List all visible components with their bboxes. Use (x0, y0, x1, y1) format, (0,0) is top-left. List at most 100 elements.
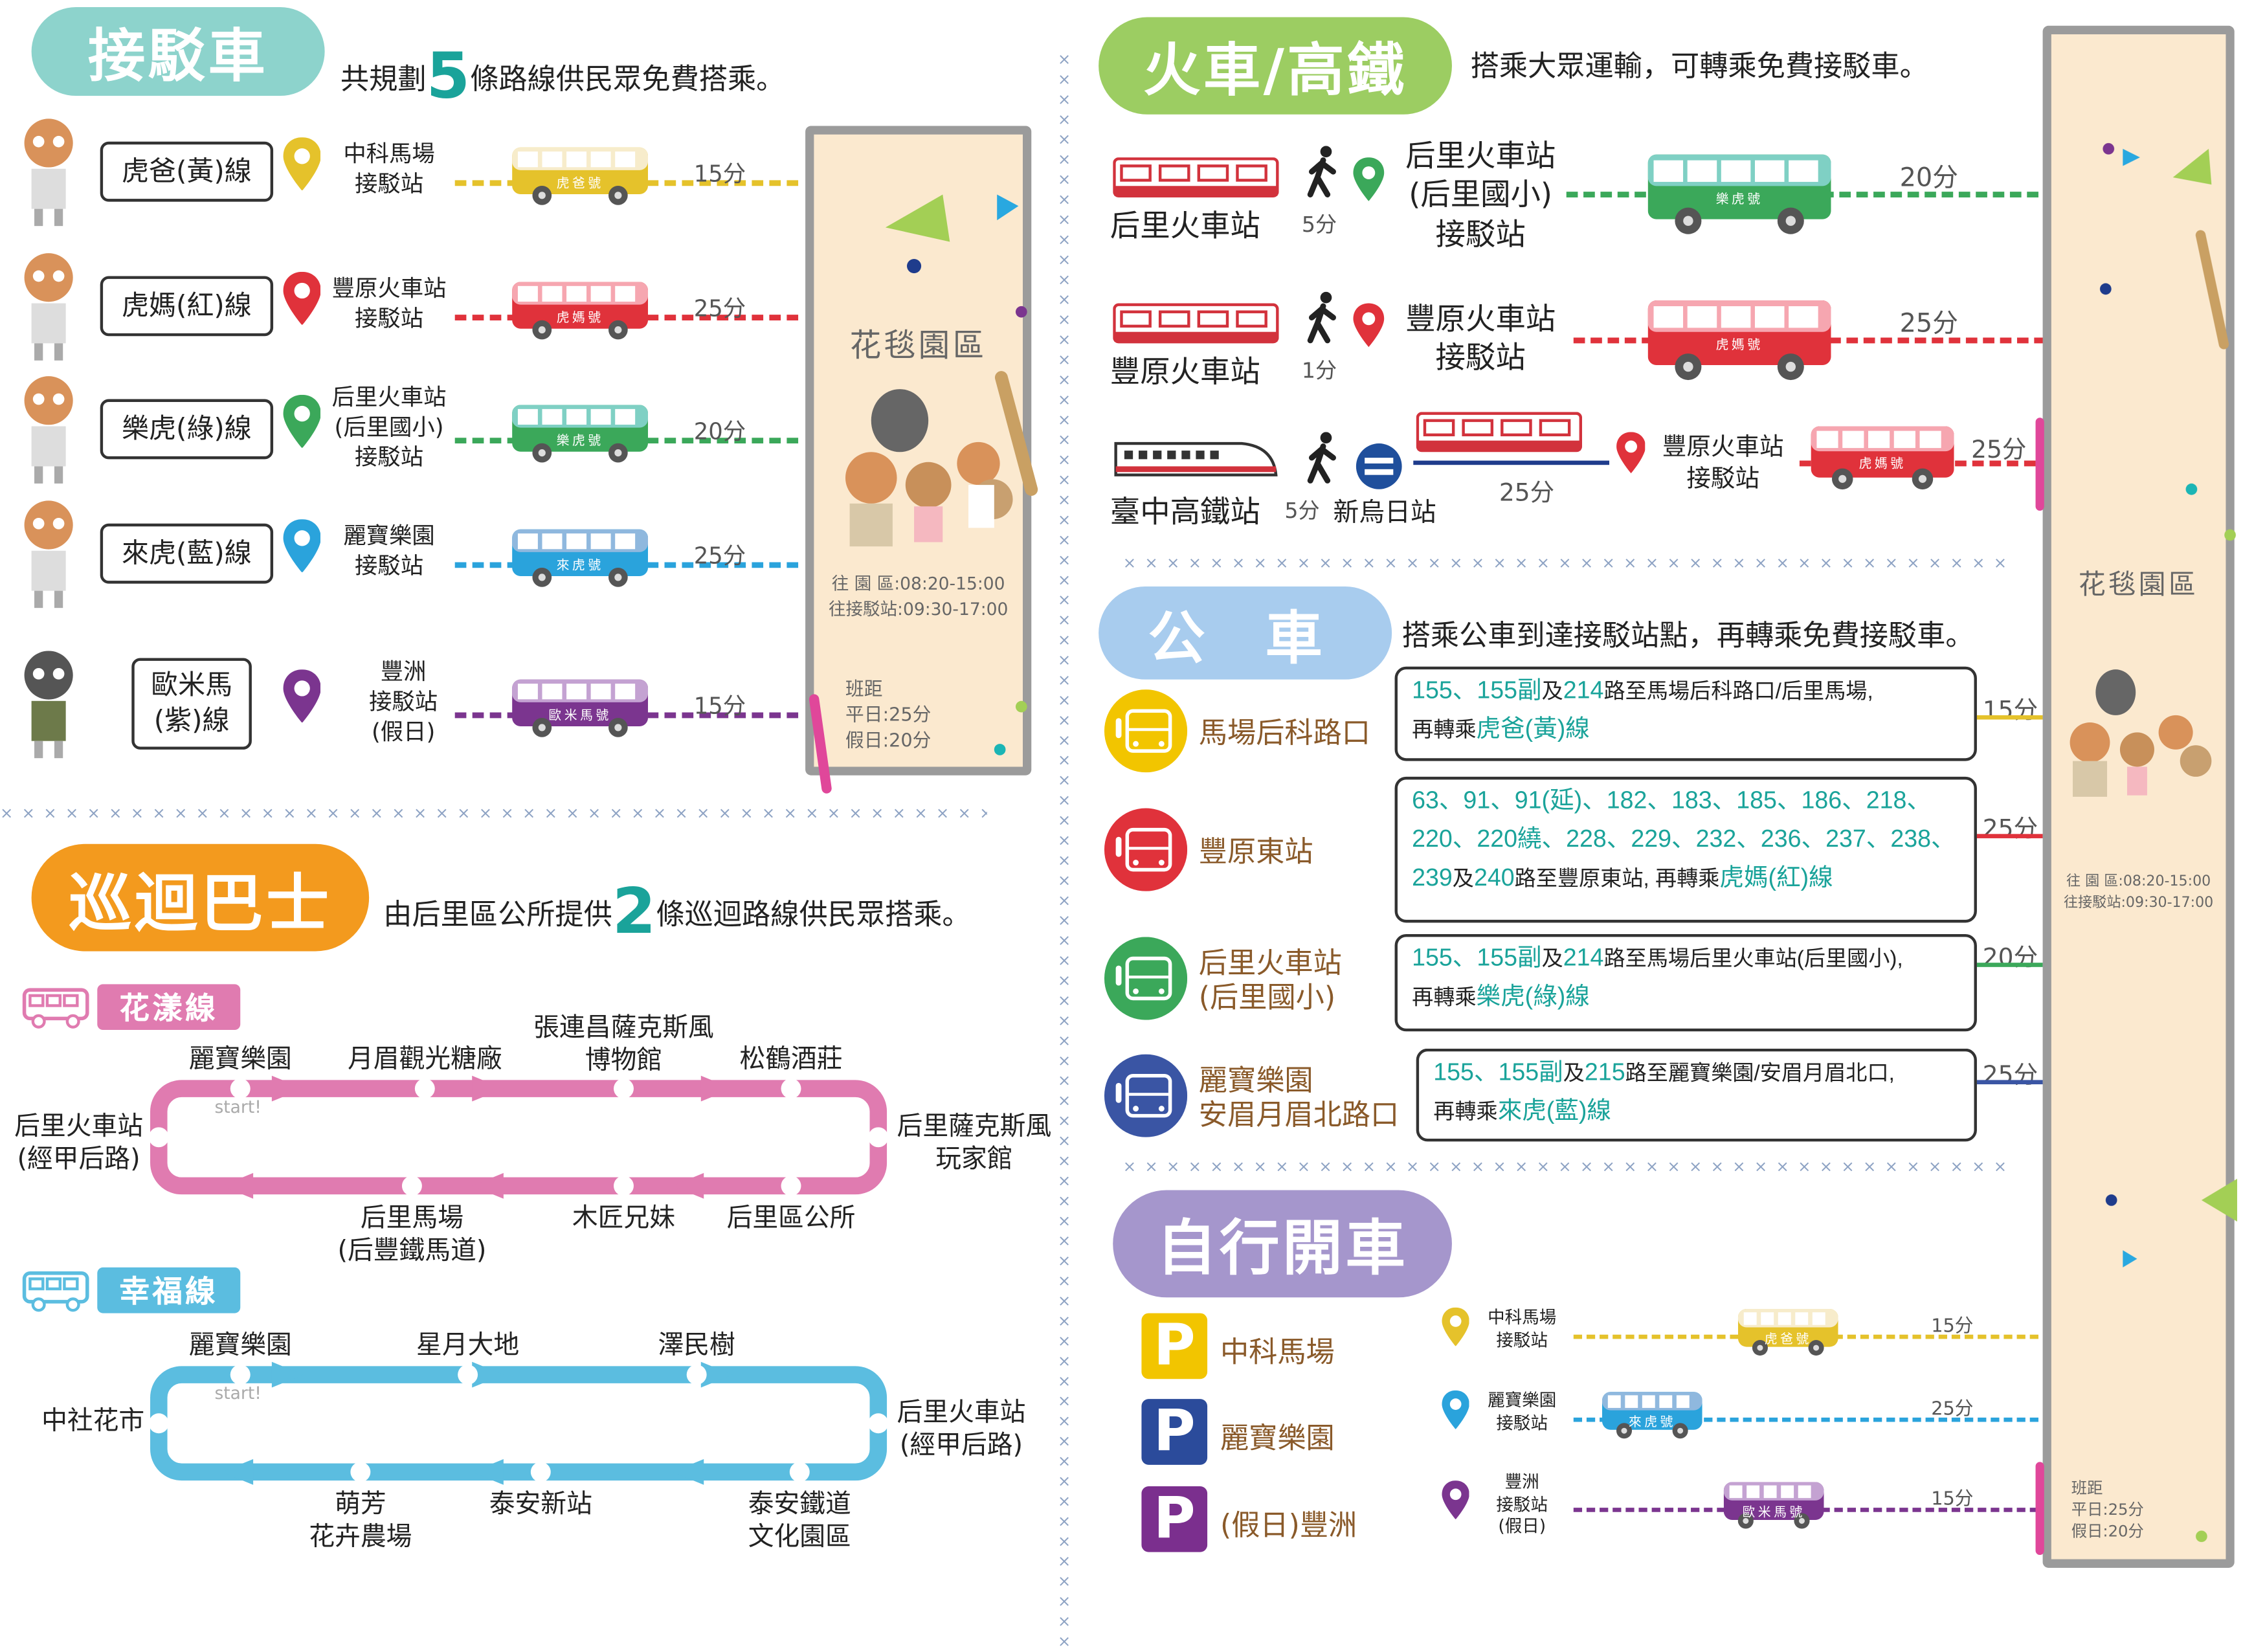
shuttle-title: 接駁車 (31, 7, 325, 96)
park-hours: 往 園 區:08:20-15:00 往接駁站:09:30-17:00 (814, 571, 1023, 623)
stop-dot (781, 1176, 801, 1196)
route-connector (1976, 715, 2043, 720)
parking-icon: P (1141, 1313, 1208, 1379)
bus-route-number: 155、155副 (1412, 676, 1542, 704)
stop-dot (614, 1078, 634, 1099)
stop-dot (458, 1365, 478, 1385)
stop-name: 泰安新站 (489, 1489, 592, 1519)
stop-dot (868, 1127, 889, 1148)
bus-route-number: 虎爸(黃)線 (1476, 715, 1590, 742)
bus-name: 虎媽號 (1858, 458, 1906, 473)
train-title: 火車/高鐵 (1099, 17, 1452, 115)
shuttle-bus-icon: 虎爸號 (512, 147, 649, 208)
travel-time: 25分 (1931, 1399, 1974, 1421)
location-pin-icon (283, 271, 321, 326)
bus-stop-name: 麗寶樂園 安眉月眉北路口 (1198, 1062, 1400, 1132)
station-name: 后里火車站 (1110, 208, 1260, 243)
bus-name: 樂虎號 (1715, 194, 1763, 208)
stop-name: 后里火車站 (經甲后路) (897, 1397, 1026, 1460)
bus-name: 虎媽號 (556, 311, 604, 326)
location-pin-icon (1353, 303, 1385, 348)
location-pin-icon (283, 519, 321, 573)
park-name: 花毯園區 (2078, 569, 2199, 601)
station-name: 臺中高鐵站 (1110, 495, 1260, 530)
travel-time: 25分 (1982, 1061, 2038, 1090)
direction-arrow-icon (472, 1075, 504, 1102)
stop-name: 澤民樹 (658, 1330, 735, 1361)
route-text: 路至馬場后科路口/后里馬場, (1603, 679, 1873, 704)
mascot-group-illustration (828, 377, 1021, 569)
bus-name: 來虎號 (1628, 1416, 1676, 1431)
bus-title: 公 車 (1099, 586, 1392, 680)
stop-name: 中社花市 (41, 1406, 145, 1436)
travel-time: 20分 (693, 418, 746, 445)
travel-time: 25分 (693, 295, 746, 322)
headway-label: 班距 (845, 679, 883, 701)
bus-name: 來虎號 (556, 559, 604, 574)
divider: ××××××××××××××××××××××××××××××××××××××××… (1057, 50, 1071, 1651)
walking-person-icon (1307, 146, 1336, 197)
bus-stop-name: 后里火車站 (后里國小) (1198, 945, 1342, 1014)
intro-text: 條巡迴路線供民眾搭乘。 (656, 897, 971, 932)
shuttle-bus-icon: 虎媽號 (1811, 426, 1954, 493)
stop-dot (350, 1462, 371, 1482)
travel-time: 20分 (1982, 944, 2038, 973)
headway-holiday: 假日:20分 (845, 731, 932, 753)
bus-name: 樂虎號 (556, 434, 604, 449)
station-name: 新烏日站 (1333, 498, 1436, 528)
route-text: 再轉乘 (1412, 985, 1477, 1010)
stop-name: 泰安鐵道 文化園區 (748, 1489, 851, 1552)
decorative-stick (2035, 418, 2044, 511)
stop-name: 后里薩克斯風 玩家館 (897, 1111, 1052, 1174)
station-name: 豐原火車站 (1110, 355, 1260, 390)
headway-holiday: 假日:20分 (2071, 1521, 2144, 1541)
stop-name: 豐洲 接駁站 (假日) (1496, 1471, 1548, 1537)
travel-time: 15分 (1931, 1316, 1974, 1338)
stop-name: 后里火車站 (后里國小) 接駁站 (331, 383, 447, 471)
hours-to-station: 往接駁站:09:30-17:00 (828, 599, 1009, 620)
route-connector (1976, 834, 2043, 838)
bus-route-number: 220、220繞、228、229、232、236、237、238、 (1412, 825, 1956, 853)
shuttle-intro: 共規劃5條路線供民眾免費搭乘。 (340, 40, 785, 113)
stop-dot (781, 1078, 801, 1099)
stop-dot (789, 1462, 810, 1482)
stop-name: 豐洲 接駁站 (假日) (369, 658, 438, 745)
direction-arrow-icon (271, 1361, 304, 1388)
transport-infographic: 接駁車 共規劃5條路線供民眾免費搭乘。 虎爸(黃)線 中科馬場 接駁站 虎爸號 … (0, 7, 2238, 1651)
route-count: 2 (612, 875, 656, 949)
stop-name: 麗寶樂園 (188, 1044, 292, 1075)
direction-arrow-icon (700, 1075, 733, 1102)
route-line (1573, 1417, 2038, 1422)
park-headway: 班距平日:25分假日:20分 (2071, 1479, 2144, 1543)
stop-dot (530, 1462, 551, 1482)
stop-name: 麗寶樂園 接駁站 (343, 522, 435, 579)
shuttle-bus-icon: 歐米馬號 (1723, 1482, 1824, 1530)
route-name: 歐米馬 (紫)線 (131, 658, 252, 750)
headway-weekday: 平日:25分 (845, 705, 932, 727)
stop-dot (401, 1176, 422, 1196)
stop-dot (230, 1365, 251, 1385)
start-label: start! (214, 1097, 262, 1117)
route-text: 及 (1541, 946, 1563, 972)
bus-route-number: 240 (1473, 863, 1515, 891)
location-pin-icon (1353, 157, 1385, 201)
stop-name: 豐原火車站 接駁站 (1405, 302, 1556, 375)
bus-route-bubble: 155、155副及215路至麗寶樂園/安眉月眉北口,再轉乘來虎(藍)線 (1416, 1048, 1977, 1142)
route-text: 路至豐原東站, 再轉乘 (1514, 866, 1720, 891)
stop-name: 后里區公所 (726, 1203, 856, 1233)
stop-name: 后里火車站 (后里國小) 接駁站 (1405, 139, 1556, 252)
mascot-illustration (24, 376, 73, 484)
parking-name: (假日)豐洲 (1220, 1508, 1357, 1543)
hours-to-park: 往 園 區:08:20-15:00 (831, 574, 1005, 594)
stop-name: 星月大地 (416, 1330, 520, 1361)
stop-name: 豐原火車站 接駁站 (331, 274, 447, 332)
shuttle-bus-icon: 來虎號 (512, 529, 649, 590)
location-pin-icon (1442, 1390, 1469, 1429)
shuttle-bus-icon: 虎媽號 (512, 282, 649, 342)
stop-name: 后里火車站 (經甲后路) (14, 1111, 143, 1174)
start-label: start! (214, 1383, 262, 1403)
hours-to-station: 往接駁站:09:30-17:00 (2064, 895, 2214, 911)
travel-time: 15分 (693, 160, 746, 188)
